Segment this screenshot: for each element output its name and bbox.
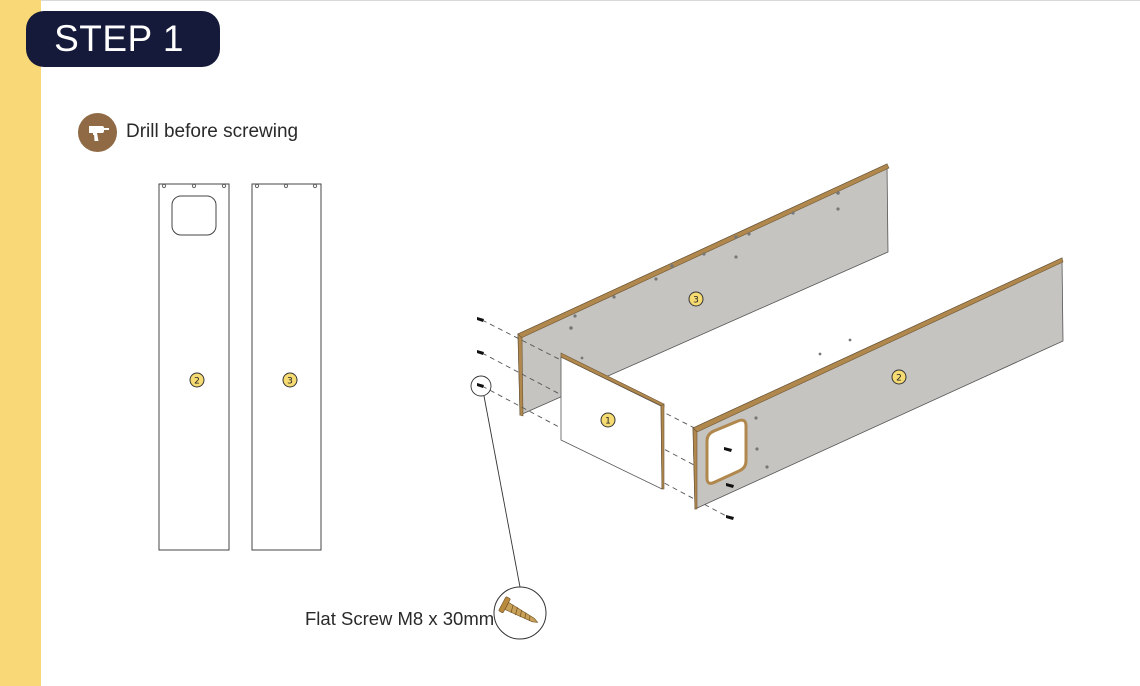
panel-2-flat: 2: [158, 183, 230, 551]
drill-icon: [78, 112, 117, 152]
screws-right: [724, 447, 734, 520]
side-accent-stripe: [0, 0, 41, 686]
panel-2-number: 2: [194, 377, 200, 387]
screws-left: [477, 317, 484, 388]
assembly-label-2: 2: [896, 374, 902, 384]
panel-3-number: 3: [287, 377, 293, 387]
top-border: [0, 0, 1140, 1]
step-title: STEP 1: [54, 18, 184, 59]
assembly-panel-2: 2: [692, 257, 1064, 510]
assembly-label-1: 1: [605, 417, 611, 427]
step-badge: STEP 1: [26, 11, 220, 67]
panel-3-flat: 3: [251, 183, 322, 551]
assembly-panel-1: 1: [560, 352, 665, 490]
drill-note-text: Drill before screwing: [126, 121, 299, 142]
screw-icon: [493, 586, 547, 640]
assembly-label-3: 3: [693, 296, 699, 306]
callout-small-circle: [470, 375, 492, 397]
screw-spec-label: Flat Screw M8 x 30mm: [305, 608, 495, 629]
callout-leader-line: [483, 395, 521, 588]
assembly-panel-3: 3: [517, 163, 890, 417]
drill-note: Drill before screwing: [78, 112, 298, 152]
